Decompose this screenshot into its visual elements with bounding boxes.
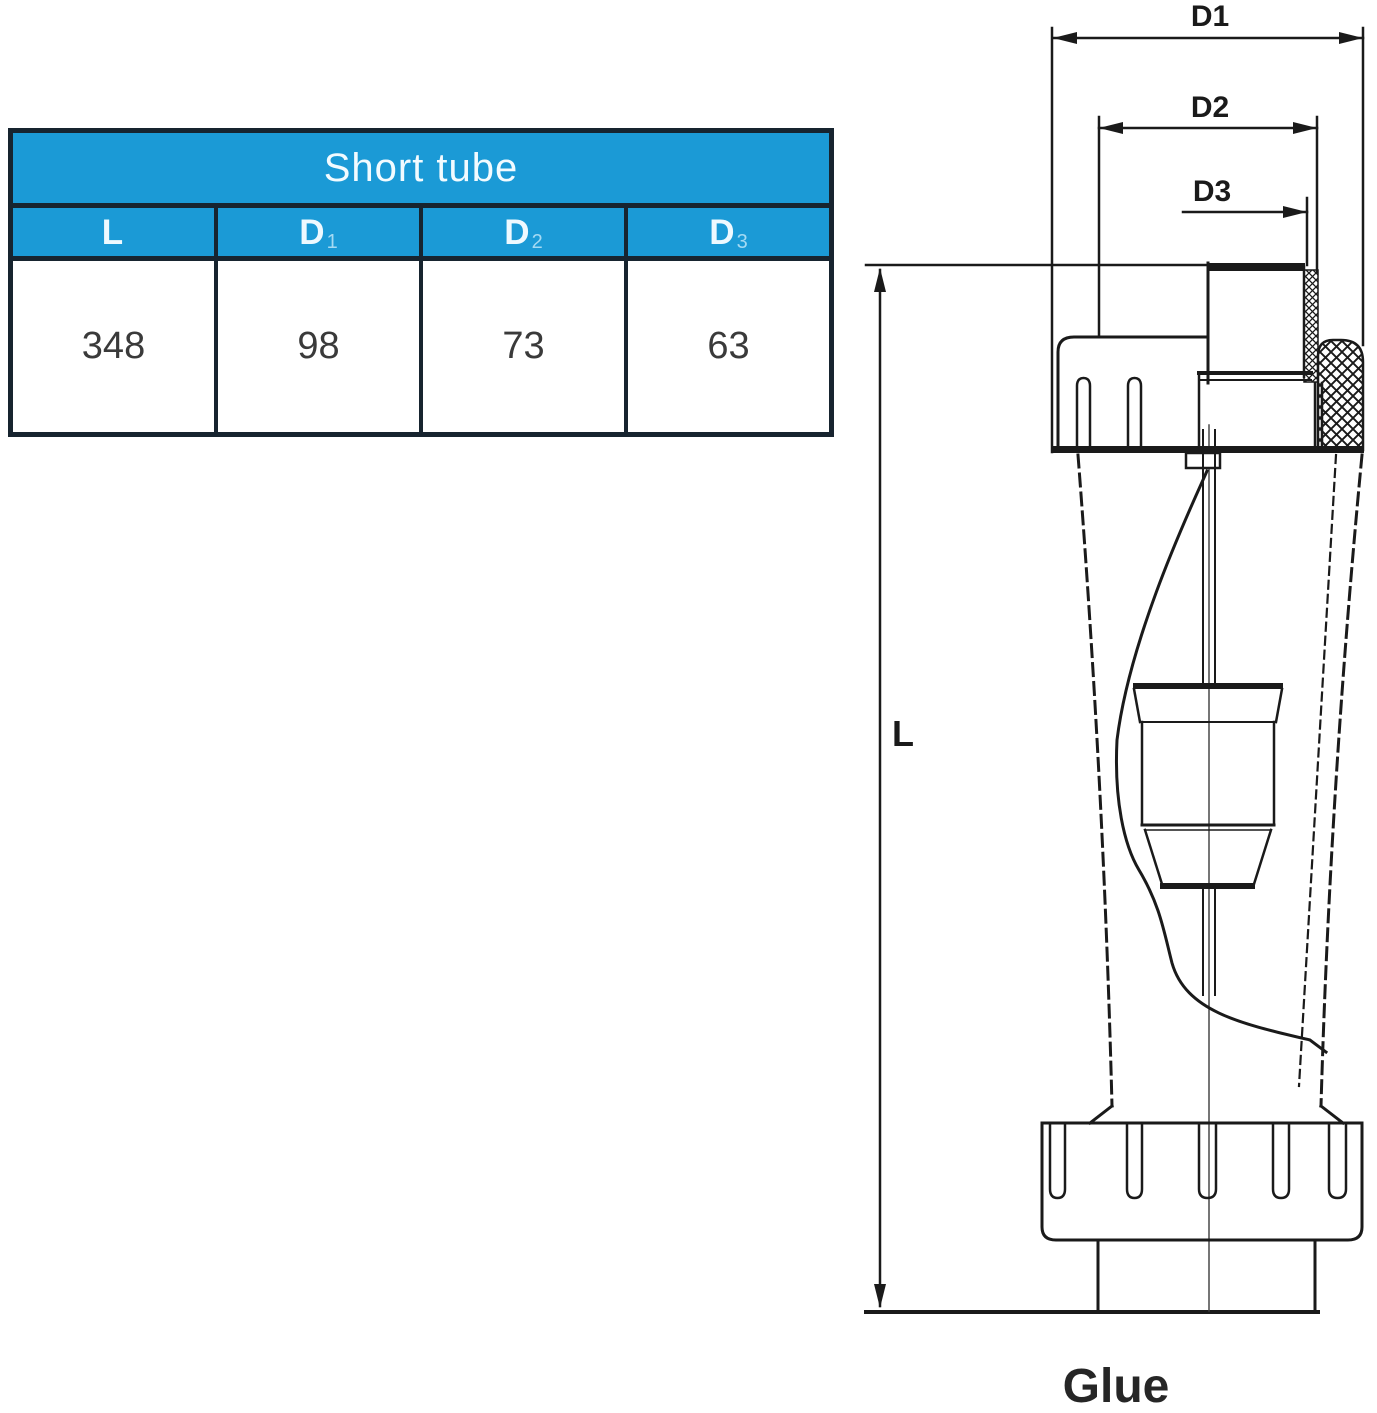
d3-label: D3	[1193, 175, 1231, 208]
value-l: 348	[13, 261, 214, 432]
dimension-d1: D1	[1050, 0, 1365, 454]
glue-label: Glue	[1063, 1360, 1170, 1413]
value-d1: 98	[218, 261, 419, 432]
d2-label: D2	[1191, 91, 1229, 124]
table-title: Short tube	[13, 133, 829, 203]
d1-arrow-left	[1053, 32, 1077, 44]
col-header-d2-text: D	[504, 213, 530, 252]
l-arrow-bottom	[874, 1284, 886, 1308]
dimension-d2: D2	[1097, 91, 1319, 339]
col-header-l: L	[13, 208, 214, 256]
col-header-l-text: L	[101, 213, 124, 252]
float-assembly	[1132, 429, 1284, 996]
d1-arrow-right	[1339, 32, 1363, 44]
glue-joint-hatch	[1316, 338, 1365, 452]
col-header-d1-text: D	[299, 213, 325, 252]
dimension-d3: D3	[1181, 175, 1309, 267]
d1-label: D1	[1191, 0, 1229, 33]
col-header-d2-sub: 2	[531, 231, 543, 253]
outlet-pipe	[1096, 1238, 1317, 1313]
value-d2: 73	[423, 261, 624, 432]
value-d3: 63	[628, 261, 829, 432]
col-header-d3-text: D	[709, 213, 735, 252]
d3-arrow-right	[1283, 206, 1307, 218]
d2-arrow-right	[1293, 122, 1317, 134]
tapered-body	[1076, 453, 1364, 1126]
bottom-union-nut	[1040, 1121, 1364, 1242]
col-header-d3-sub: 3	[736, 231, 748, 253]
top-union-nut	[1053, 335, 1364, 453]
metering-tube-curve	[1115, 469, 1329, 1055]
top-socket	[1197, 261, 1324, 450]
glue-seam-hatch	[1303, 269, 1319, 383]
l-label: L	[892, 713, 914, 754]
l-arrow-top	[874, 268, 886, 292]
flow-meter-drawing: D1 D2 D3	[864, 0, 1365, 1413]
col-header-d1-sub: 1	[326, 231, 338, 253]
d2-arrow-left	[1099, 122, 1123, 134]
dimension-l: L	[864, 263, 1320, 1314]
